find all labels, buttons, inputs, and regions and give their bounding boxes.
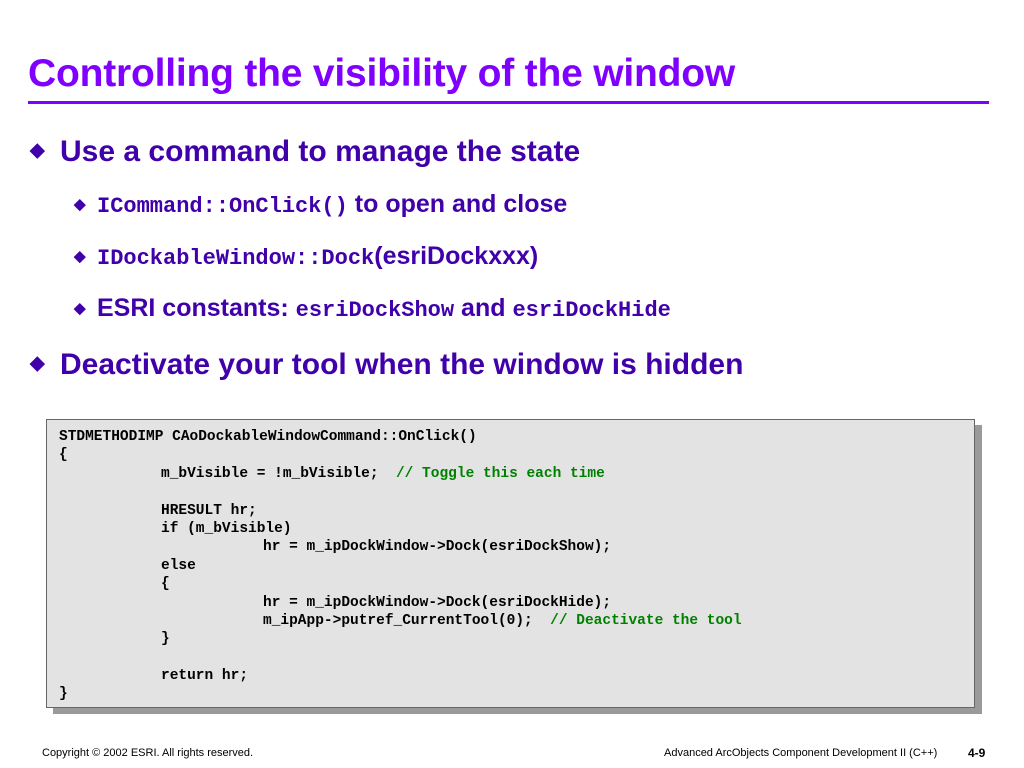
bullet-deactivate-tool: ◆ Deactivate your tool when the window is… [30,348,743,382]
bullet-text: Use a command to manage the state [60,135,581,168]
subbullet-text: ESRI constants: [97,294,296,322]
diamond-bullet-icon: ◆ [74,196,86,213]
slide-title: Controlling the visibility of the window [28,52,735,95]
code-line: hr = m_ipDockWindow->Dock(esriDockHide); [263,594,612,611]
code-term: esriDockShow [295,298,455,323]
code-line: m_bVisible = !m_bVisible; // Toggle this… [59,465,742,483]
code-statement: m_bVisible = !m_bVisible; [161,465,396,482]
code-line: m_ipApp->putref_CurrentTool(0); // Deact… [59,612,742,630]
subbullet-constants: ◆ ESRI constants: esriDockShow and esriDo… [74,294,671,323]
subbullet-dock: ◆ IDockableWindow::Dock(esriDockxxx) [74,242,538,271]
page-number: 4-9 [968,746,986,760]
subbullet-onclick: ◆ ICommand::OnClick() to open and close [74,190,567,219]
code-line: } [59,686,68,703]
code-comment: // Deactivate the tool [550,612,742,629]
code-line: else [161,557,196,574]
code-line: HRESULT hr; [161,502,257,519]
code-term: esriDockHide [512,298,671,323]
subbullet-text: (esriDockxxx) [374,242,539,270]
code-term: IDockableWindow::Dock [97,246,375,271]
bullet-text: Deactivate your tool when the window is … [60,348,744,381]
footer-course-title: Advanced ArcObjects Component Developmen… [664,747,938,759]
code-line: if (m_bVisible) [161,520,292,537]
code-blank-line [59,483,742,501]
diamond-bullet-icon: ◆ [30,140,45,161]
subbullet-text: and [454,294,513,322]
code-line: { [161,576,170,593]
code-comment: // Toggle this each time [395,465,605,482]
code-listing: STDMETHODIMP CAoDockableWindowCommand::O… [46,419,975,708]
code-lines: STDMETHODIMP CAoDockableWindowCommand::O… [59,428,742,704]
code-term: ICommand::OnClick() [97,194,348,219]
bullet-use-command: ◆ Use a command to manage the state [30,135,580,169]
code-blank-line [59,649,742,667]
code-line: STDMETHODIMP CAoDockableWindowCommand::O… [59,429,477,445]
title-underline [28,101,989,104]
code-line: { [59,447,68,464]
diamond-bullet-icon: ◆ [74,300,86,317]
diamond-bullet-icon: ◆ [74,248,86,265]
code-line: return hr; [161,668,249,685]
code-statement: m_ipApp->putref_CurrentTool(0); [263,612,551,629]
code-line: hr = m_ipDockWindow->Dock(esriDockShow); [263,539,612,556]
code-line: } [161,631,170,648]
subbullet-text: to open and close [347,190,568,218]
footer-copyright: Copyright © 2002 ESRI. All rights reserv… [42,747,254,759]
diamond-bullet-icon: ◆ [30,353,45,374]
